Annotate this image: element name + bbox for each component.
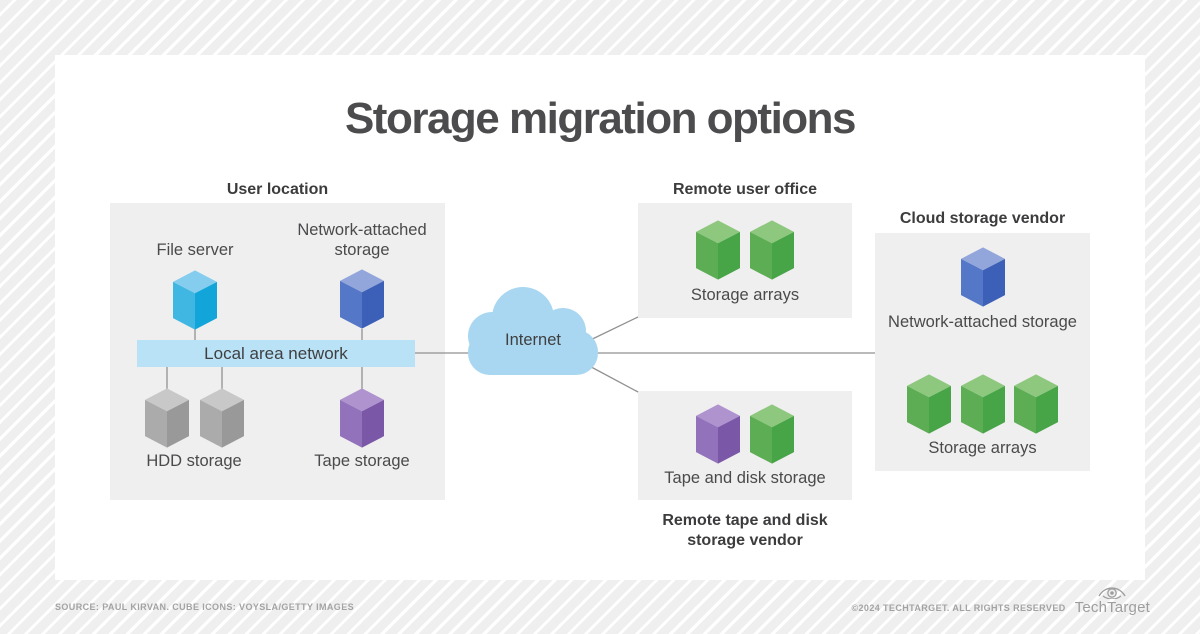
hdd-cube-2-icon bbox=[200, 388, 244, 448]
remote-office-panel bbox=[638, 203, 852, 318]
cloud-array-cube-1-icon bbox=[907, 374, 951, 434]
tape-and-disk-storage-label: Tape and disk storage bbox=[664, 469, 826, 487]
cloud-nas-cube-icon bbox=[961, 247, 1005, 307]
file-server-label: File server bbox=[156, 241, 234, 259]
hdd-cube-1-icon bbox=[145, 388, 189, 448]
techtarget-logo: TechTarget bbox=[1075, 583, 1150, 616]
user-nas-cube-icon bbox=[340, 269, 384, 329]
techtarget-wordmark: TechTarget bbox=[1074, 599, 1150, 616]
vendor-tape-cube-icon bbox=[696, 404, 740, 464]
source-credit: SOURCE: PAUL KIRVAN. CUBE ICONS: VOYSLA/… bbox=[55, 602, 354, 612]
cloud-storage-arrays-label: Storage arrays bbox=[928, 439, 1037, 457]
cloud-array-cube-3-icon bbox=[1014, 374, 1058, 434]
lan-bar: Local area network bbox=[137, 340, 415, 367]
cloud-nas-label: Network-attached storage bbox=[888, 313, 1077, 331]
office-array-cube-2-icon bbox=[750, 220, 794, 280]
cloud-array-cube-2-icon bbox=[961, 374, 1005, 434]
remote-office-header: Remote user office bbox=[672, 181, 818, 198]
hdd-storage-label: HDD storage bbox=[146, 452, 242, 470]
page-title: Storage migration options bbox=[344, 94, 857, 143]
remote-vendor-panel bbox=[638, 391, 852, 500]
office-storage-arrays-label: Storage arrays bbox=[690, 286, 800, 304]
user-nas-label: Network-attached storage bbox=[297, 221, 427, 259]
cloud-vendor-header: Cloud storage vendor bbox=[899, 210, 1066, 227]
remote-vendor-header: Remote tape and disk storage vendor bbox=[662, 512, 828, 549]
copyright-text: ©2024 TECHTARGET. ALL RIGHTS RESERVED bbox=[851, 603, 1066, 613]
user-location-header: User location bbox=[226, 181, 329, 198]
techtarget-eye-icon bbox=[1098, 587, 1126, 599]
file-server-cube-icon bbox=[173, 270, 217, 330]
vendor-disk-cube-icon bbox=[750, 404, 794, 464]
internet-label: Internet bbox=[505, 331, 561, 349]
tape-storage-label: Tape storage bbox=[314, 452, 410, 470]
lan-label: Local area network bbox=[204, 343, 348, 363]
user-tape-cube-icon bbox=[340, 388, 384, 448]
office-array-cube-1-icon bbox=[696, 220, 740, 280]
footer-right: ©2024 TECHTARGET. ALL RIGHTS RESERVED Te… bbox=[851, 583, 1150, 616]
